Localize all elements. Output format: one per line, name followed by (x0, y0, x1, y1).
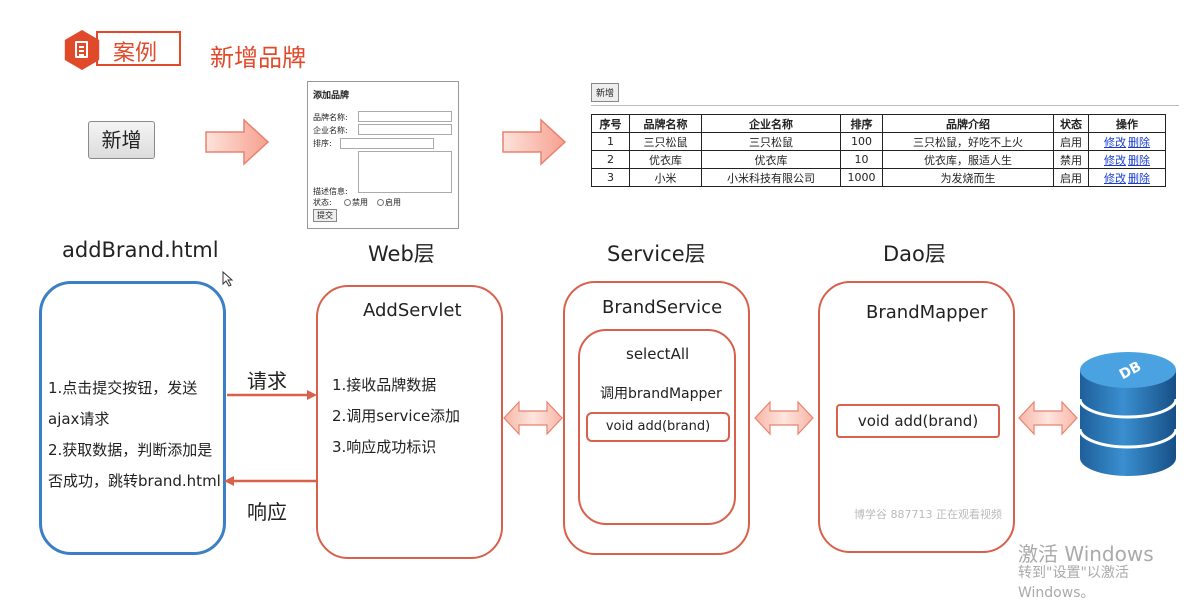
cell-order: 10 (840, 150, 883, 169)
cell-brand: 三只松鼠 (629, 132, 702, 151)
table-row: 3 小米 小米科技有限公司 1000 为发烧而生 启用 修改删除 (591, 168, 1166, 187)
cell-no: 1 (591, 132, 630, 151)
add-brand-form: 添加品牌 品牌名称: 企业名称: 排序: 描述信息: 状态: 禁用 启用 提交 (307, 81, 459, 229)
col-header: 品牌名称 (629, 114, 702, 133)
request-arrow-icon (227, 390, 317, 400)
cell-order: 1000 (840, 168, 883, 187)
ordered-label: 排序: (313, 139, 332, 148)
cell-brand: 小米 (629, 168, 702, 187)
cell-desc: 三只松鼠，好吃不上火 (882, 132, 1054, 151)
description-label: 描述信息: (313, 187, 348, 196)
cell-brand: 优衣库 (629, 150, 702, 169)
double-arrow-icon (1018, 400, 1078, 436)
cell-status: 启用 (1053, 132, 1089, 151)
service-call-mapper: 调用brandMapper (600, 386, 722, 402)
col-header: 企业名称 (701, 114, 841, 133)
cell-status: 禁用 (1053, 150, 1089, 169)
layer-label-web: Web层 (368, 242, 435, 266)
cell-company: 优衣库 (701, 150, 841, 169)
database-icon: DB (1078, 352, 1178, 476)
windows-activation-subtext: 转到"设置"以激活 Windows。 (1018, 565, 1129, 601)
table-row: 1 三只松鼠 三只松鼠 100 三只松鼠，好吃不上火 启用 修改删除 (591, 132, 1166, 151)
cursor-icon (222, 271, 234, 287)
submit-button[interactable]: 提交 (313, 209, 337, 222)
service-name: BrandService (602, 297, 723, 318)
delete-link[interactable]: 删除 (1128, 135, 1150, 149)
cell-company: 小米科技有限公司 (701, 168, 841, 187)
case-badge-label: 案例 (113, 41, 158, 66)
cell-order: 100 (840, 132, 883, 151)
document-icon (64, 30, 100, 70)
status-disabled-radio[interactable]: 禁用 (344, 197, 368, 208)
service-method-group (578, 329, 736, 525)
form-title: 添加品牌 (313, 91, 350, 101)
col-header: 操作 (1088, 114, 1166, 133)
delete-link[interactable]: 删除 (1128, 153, 1150, 167)
web-steps: 1.接收品牌数据 2.调用service添加 3.响应成功标识 (332, 370, 502, 463)
windows-activation-watermark: 激活 Windows (1018, 542, 1154, 566)
edit-link[interactable]: 修改 (1104, 153, 1126, 167)
edit-link[interactable]: 修改 (1104, 135, 1126, 149)
brand-name-label: 品牌名称: (313, 113, 348, 122)
right-arrow-icon (502, 118, 567, 166)
table-header-row: 序号 品牌名称 企业名称 排序 品牌介绍 状态 操作 (591, 114, 1166, 133)
col-header: 状态 (1053, 114, 1089, 133)
cell-actions: 修改删除 (1088, 150, 1166, 169)
double-arrow-icon (503, 400, 563, 436)
brand-table: 序号 品牌名称 企业名称 排序 品牌介绍 状态 操作 1 三只松鼠 三只松鼠 1… (591, 114, 1166, 187)
cell-no: 2 (591, 150, 630, 169)
html-steps: 1.点击提交按钮，发送 ajax请求 2.获取数据，判断添加是 否成功，跳转br… (48, 373, 228, 497)
double-arrow-icon (754, 400, 814, 436)
web-layer-box (316, 285, 503, 559)
request-label: 请求 (247, 369, 287, 393)
layer-label-html: addBrand.html (62, 238, 219, 262)
page-title: 新增品牌 (210, 44, 306, 72)
status-enabled-radio[interactable]: 启用 (377, 197, 401, 208)
web-servlet-name: AddServlet (363, 300, 462, 321)
layer-label-dao: Dao层 (883, 242, 946, 266)
add-brand-button[interactable]: 新增 (88, 121, 155, 159)
col-header: 品牌介绍 (882, 114, 1054, 133)
brand-name-input[interactable] (358, 111, 452, 122)
layer-label-service: Service层 (607, 242, 706, 266)
col-header: 排序 (840, 114, 883, 133)
right-arrow-icon (205, 118, 270, 166)
cell-no: 3 (591, 168, 630, 187)
web-step-1: 1.接收品牌数据 (332, 376, 437, 394)
html-step-2a: 2.获取数据，判断添加是 (48, 441, 213, 459)
delete-link[interactable]: 删除 (1128, 171, 1150, 185)
live-watermark: 博学谷 887713 正在观看视频 (854, 508, 1002, 521)
response-arrow-icon (224, 476, 316, 486)
html-step-1b: ajax请求 (48, 410, 110, 428)
service-select-all: selectAll (626, 345, 690, 363)
web-step-2: 2.调用service添加 (332, 407, 461, 425)
service-add-method: void add(brand) (586, 412, 730, 442)
col-header: 序号 (591, 114, 630, 133)
table-add-button[interactable]: 新增 (591, 83, 620, 102)
description-textarea[interactable] (358, 151, 452, 193)
cell-status: 启用 (1053, 168, 1089, 187)
response-label: 响应 (247, 500, 287, 524)
cell-desc: 为发烧而生 (882, 168, 1054, 187)
html-page-box (39, 281, 226, 555)
edit-link[interactable]: 修改 (1104, 171, 1126, 185)
cell-actions: 修改删除 (1088, 168, 1166, 187)
dao-add-method: void add(brand) (836, 404, 1000, 438)
html-step-2b: 否成功，跳转brand.html (48, 472, 221, 490)
web-step-3: 3.响应成功标识 (332, 438, 437, 456)
status-label: 状态: (313, 198, 332, 207)
ordered-input[interactable] (340, 138, 434, 149)
dao-mapper-name: BrandMapper (866, 302, 988, 323)
company-name-label: 企业名称: (313, 126, 348, 135)
cell-desc: 优衣库，服适人生 (882, 150, 1054, 169)
html-step-1a: 1.点击提交按钮，发送 (48, 379, 198, 397)
table-row: 2 优衣库 优衣库 10 优衣库，服适人生 禁用 修改删除 (591, 150, 1166, 169)
cell-company: 三只松鼠 (701, 132, 841, 151)
company-name-input[interactable] (358, 124, 452, 135)
divider (591, 105, 1179, 106)
dao-layer-box (818, 281, 1015, 553)
cell-actions: 修改删除 (1088, 132, 1166, 151)
